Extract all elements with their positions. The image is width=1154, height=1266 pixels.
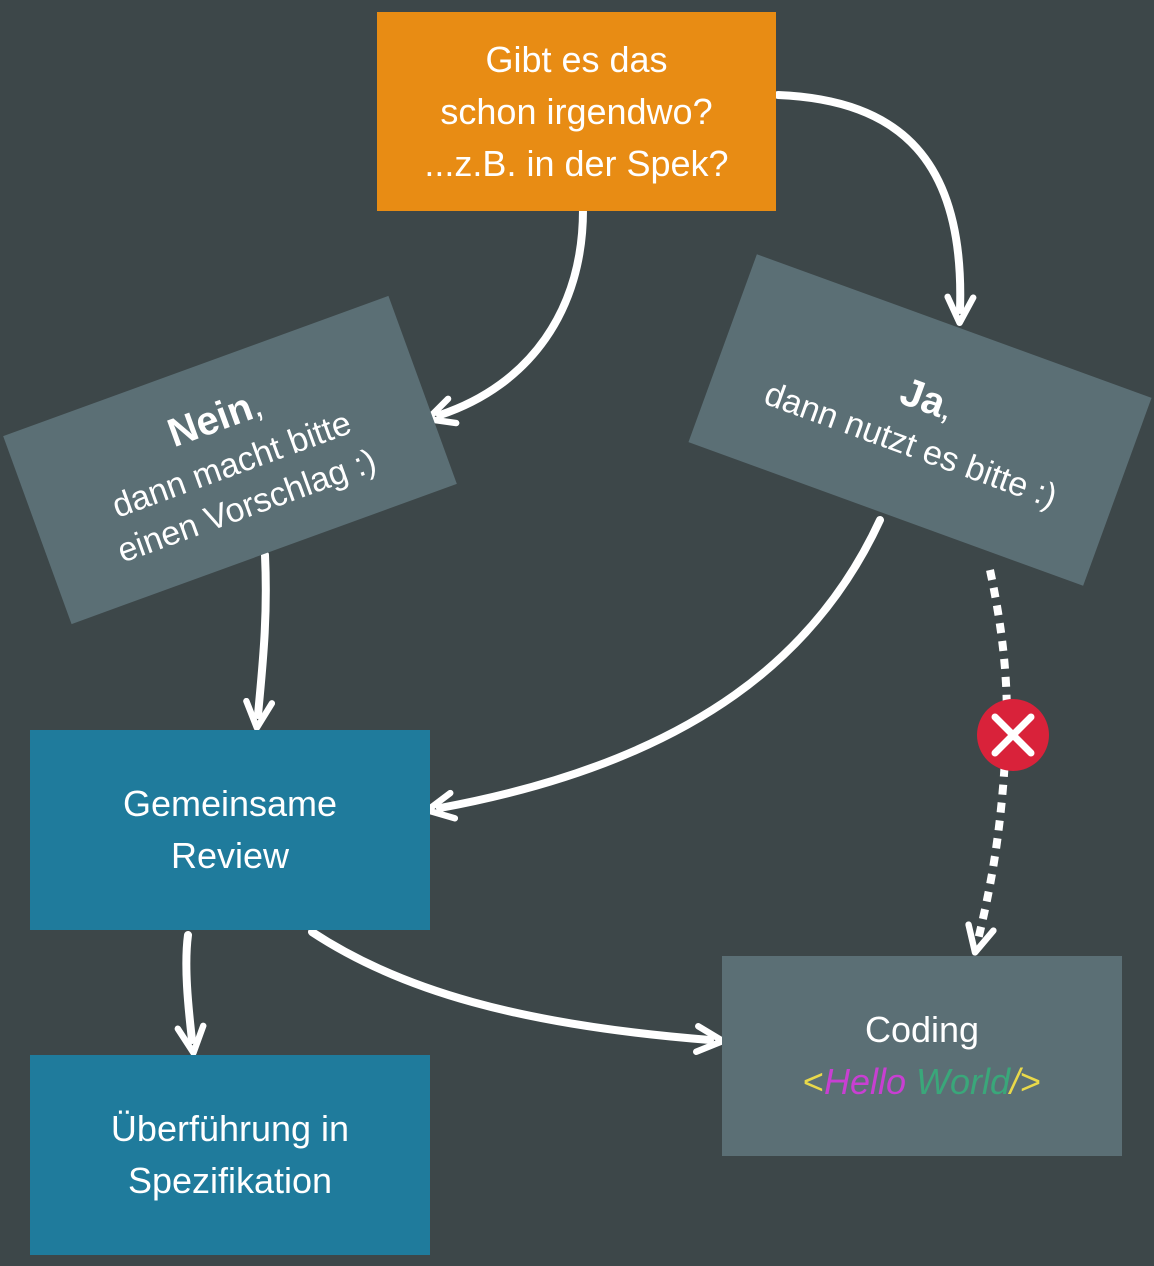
tag-hello: Hello — [823, 1061, 906, 1102]
review-line-2: Review — [170, 835, 290, 876]
tag-world: World — [916, 1061, 1011, 1102]
tag-open: < — [802, 1061, 824, 1102]
question-line-2: schon irgendwo? — [440, 90, 713, 132]
question-line-1: Gibt es das — [485, 38, 668, 80]
tag-slash: / — [1010, 1061, 1021, 1102]
arrow-question-to-yes — [774, 91, 977, 326]
hello-world-tag: <Hello World/> — [803, 1056, 1041, 1108]
blocked-x-icon — [977, 699, 1049, 771]
arrow-yes-to-coding-blocked — [965, 569, 1011, 956]
spec-line-2: Spezifikation — [127, 1160, 333, 1201]
arrow-review-to-coding — [308, 928, 726, 1055]
coding-box: Coding <Hello World/> — [722, 956, 1122, 1156]
tag-space — [906, 1061, 916, 1102]
coding-label: Coding — [864, 1009, 980, 1050]
arrow-no-to-review — [243, 551, 276, 731]
arrow-review-to-spec — [174, 931, 207, 1056]
review-box: Gemeinsame Review — [30, 730, 430, 930]
review-line-1: Gemeinsame — [122, 783, 338, 824]
spec-line-1: Überführung in — [110, 1108, 350, 1149]
arrow-question-to-no — [424, 206, 587, 427]
arrow-yes-to-review — [424, 516, 884, 822]
question-box: Gibt es das schon irgendwo? ...z.B. in d… — [377, 12, 776, 211]
spec-box: Überführung in Spezifikation — [30, 1055, 430, 1255]
question-line-3: ...z.B. in der Spek? — [424, 142, 729, 184]
tag-close: > — [1020, 1061, 1042, 1102]
